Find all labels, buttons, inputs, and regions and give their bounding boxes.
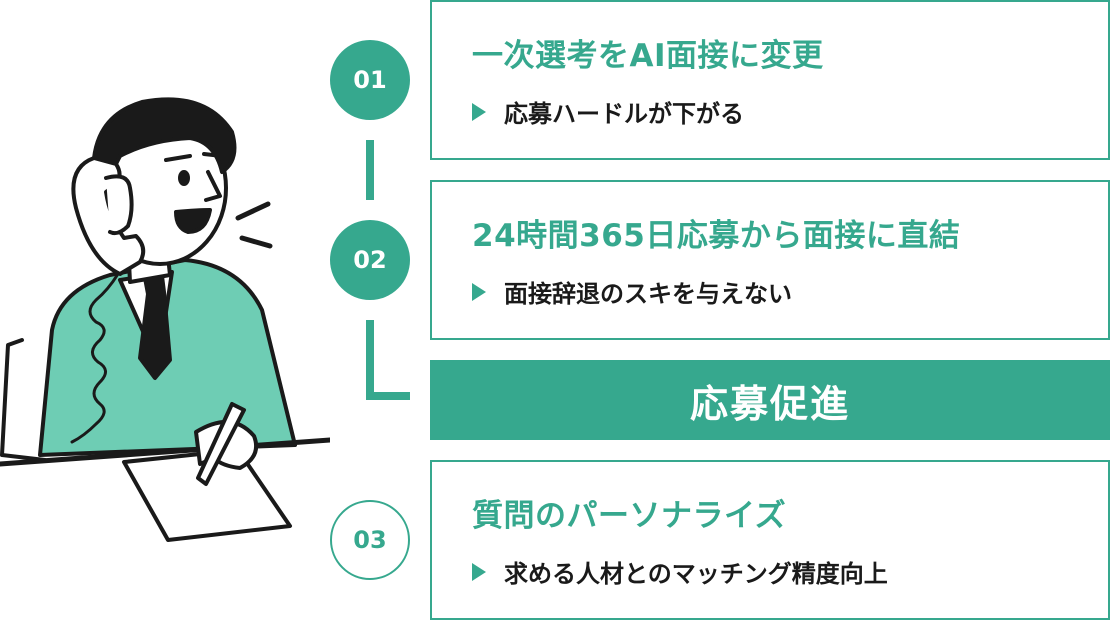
step-02-badge: 02 [330,220,410,300]
connector-02-result-vertical [366,320,374,400]
step-01-title: 一次選考をAI面接に変更 [472,38,824,74]
step-03-subtitle: 求める人材とのマッチング精度向上 [504,560,888,588]
step-02-number: 02 [353,246,387,274]
play-triangle-icon [472,282,486,301]
result-label: 応募促進 [689,381,850,426]
step-01-card: 一次選考をAI面接に変更 応募ハードルが下がる [430,0,1110,160]
step-03-badge: 03 [330,500,410,580]
step-01-badge: 01 [330,40,410,120]
step-03-number: 03 [353,526,387,554]
connector-01-02 [366,140,374,200]
connector-02-result-horizontal [366,392,410,400]
step-03-title: 質問のパーソナライズ [472,498,787,534]
step-02-title: 24時間365日応募から面接に直結 [472,218,961,254]
businessman-phone-illustration [0,60,333,580]
step-02-card: 24時間365日応募から面接に直結 面接辞退のスキを与えない [430,180,1110,340]
step-03-subtitle-row: 求める人材とのマッチング精度向上 [472,554,888,589]
play-triangle-icon [472,562,486,581]
step-01-subtitle-row: 応募ハードルが下がる [472,94,744,129]
step-01-number: 01 [353,66,387,94]
step-02-subtitle-row: 面接辞退のスキを与えない [472,274,792,309]
play-triangle-icon [472,102,486,121]
step-01-subtitle: 応募ハードルが下がる [504,100,744,128]
step-02-subtitle: 面接辞退のスキを与えない [504,280,792,308]
result-banner: 応募促進 [430,360,1110,440]
step-03-card: 質問のパーソナライズ 求める人材とのマッチング精度向上 [430,460,1110,620]
